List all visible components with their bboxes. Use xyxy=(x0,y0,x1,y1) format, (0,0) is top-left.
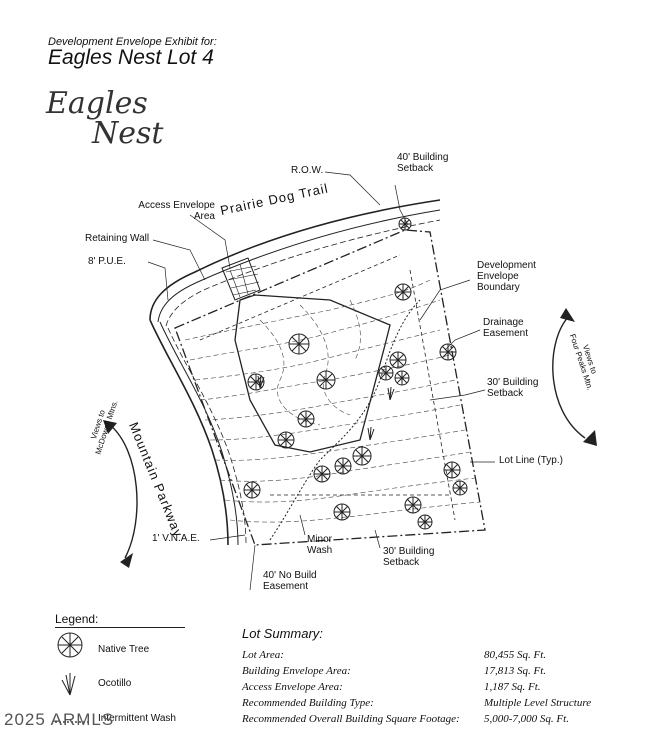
eagles-nest-logo-line1: Eagles xyxy=(46,86,148,121)
row-line xyxy=(165,219,441,327)
access-envelope-label: Access Envelope Area xyxy=(138,200,215,222)
native-tree-icon xyxy=(288,333,310,355)
building-envelope-area-key: Building Envelope Area: xyxy=(242,665,351,677)
development-envelope-boundary xyxy=(234,294,391,453)
view-arrow-mcdowell xyxy=(109,424,138,559)
exhibit-subtitle: Development Envelope Exhibit for: xyxy=(48,36,217,48)
prairie-dog-trail-road-edge-inner xyxy=(157,209,441,323)
native-tree-icon xyxy=(452,480,468,496)
ocotillo-icon xyxy=(387,386,395,401)
native-tree-icon xyxy=(297,410,315,428)
lot-boundary xyxy=(174,229,486,546)
minor-wash-line xyxy=(269,299,421,541)
native-tree-icon xyxy=(247,373,265,391)
native-tree-icon xyxy=(443,461,461,479)
building-setback-right-label: 30' Building Setback xyxy=(487,377,539,399)
legend-wash-label: Intermittent Wash xyxy=(98,713,176,724)
native-tree-icon xyxy=(277,431,295,449)
legend-native-tree-label: Native Tree xyxy=(98,644,150,655)
minor-wash-label: Minor Wash xyxy=(307,534,333,556)
drainage-easement-label: Drainage Easement xyxy=(483,317,529,339)
native-tree-icon xyxy=(57,632,83,658)
access-envelope-area xyxy=(221,257,261,301)
mountain-parkway-edge xyxy=(149,319,229,546)
development-envelope-boundary-label: Development Envelope Boundary xyxy=(477,260,536,293)
native-tree-icon xyxy=(404,496,422,514)
eagles-nest-logo-line2: Nest xyxy=(92,116,164,151)
native-tree-icon xyxy=(243,481,261,499)
prairie-dog-trail-road-edge xyxy=(149,199,441,321)
exhibit-title: Eagles Nest Lot 4 xyxy=(48,46,214,69)
native-tree-icon xyxy=(378,365,394,381)
building-setback-top-label: 40' Building Setback xyxy=(397,152,449,174)
native-tree-icon xyxy=(439,343,457,361)
mountain-parkway-edge-inner xyxy=(159,321,239,546)
ocotillo-icon xyxy=(257,374,265,389)
building-sqft-value: 5,000-7,000 Sq. Ft. xyxy=(484,713,569,725)
row-label: R.O.W. xyxy=(291,165,324,176)
building-envelope-area-value: 17,813 Sq. Ft. xyxy=(484,665,547,677)
building-sqft-key: Recommended Overall Building Square Foot… xyxy=(242,713,460,725)
ocotillo-icon xyxy=(61,673,76,696)
native-tree-icon xyxy=(417,514,433,530)
access-envelope-area-value: 1,187 Sq. Ft. xyxy=(484,681,541,693)
native-tree-icon xyxy=(394,283,412,301)
native-tree-icon xyxy=(316,370,336,390)
native-tree-icon xyxy=(333,503,351,521)
no-build-easement-label: 40' No Build Easement xyxy=(263,570,317,592)
lot-area-value: 80,455 Sq. Ft. xyxy=(484,649,547,661)
native-tree-icon xyxy=(398,217,412,231)
lot-line-label: Lot Line (Typ.) xyxy=(499,455,563,466)
mountain-parkway-row xyxy=(167,327,247,546)
building-setback-bottom-label: 30' Building Setback xyxy=(383,546,435,568)
legend-ocotillo-label: Ocotillo xyxy=(98,678,132,689)
native-tree-icon xyxy=(394,370,410,386)
view-arrow-four-peaks xyxy=(552,314,586,439)
pue-label: 8' P.U.E. xyxy=(88,256,126,267)
building-type-key: Recommended Building Type: xyxy=(242,697,374,709)
lot-summary-title: Lot Summary: xyxy=(242,626,323,641)
armls-watermark: 2025 ARMLS xyxy=(4,710,115,729)
vnae-label: 1' V.N.A.E. xyxy=(152,533,200,544)
native-tree-icon xyxy=(389,351,407,369)
native-tree-icon xyxy=(334,457,352,475)
legend-title: Legend: xyxy=(55,612,99,626)
native-tree-icon xyxy=(313,465,331,483)
lot-area-key: Lot Area: xyxy=(242,649,284,661)
retaining-wall-label: Retaining Wall xyxy=(85,233,150,244)
setback-line-right xyxy=(409,269,456,521)
access-envelope-area-key: Access Envelope Area: xyxy=(242,681,343,693)
ocotillo-icon xyxy=(367,426,375,441)
native-tree-icon xyxy=(352,446,372,466)
building-type-value: Multiple Level Structure xyxy=(484,697,592,709)
legend-divider xyxy=(55,627,185,628)
